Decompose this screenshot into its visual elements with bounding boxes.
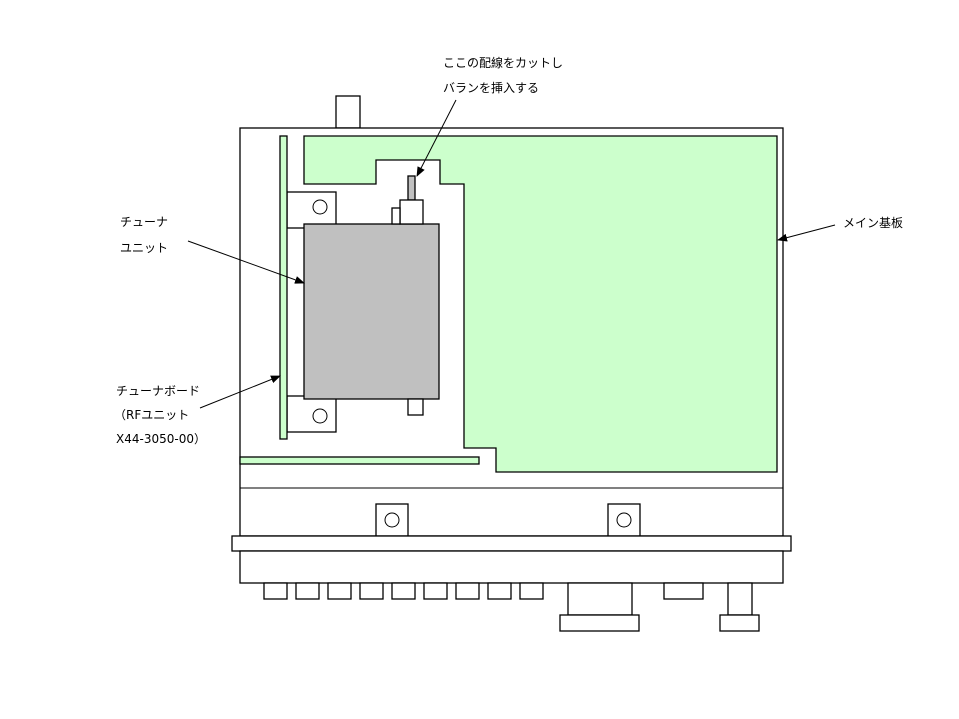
cut-note-line2: バランを挿入する bbox=[443, 81, 539, 95]
cut-note-line1: ここの配線をカットし bbox=[443, 55, 563, 70]
screw-tab-left bbox=[375, 503, 409, 537]
wire-to-cut bbox=[407, 175, 416, 201]
rear-connector bbox=[455, 582, 480, 600]
screw-hole-icon bbox=[312, 408, 328, 424]
screw-tab-right bbox=[607, 503, 641, 537]
large-connector-base bbox=[559, 614, 640, 632]
large-connector bbox=[567, 582, 633, 616]
rear-connector bbox=[391, 582, 416, 600]
arrow-main-board bbox=[777, 224, 836, 242]
screw-hole-icon bbox=[312, 199, 328, 215]
rear-connectors bbox=[263, 582, 544, 600]
main-board-label: メイン基板 bbox=[843, 216, 903, 230]
arrow-tuner-board bbox=[199, 375, 281, 409]
rear-connector bbox=[327, 582, 352, 600]
arrow-tuner-unit bbox=[187, 240, 305, 284]
screw-hole-icon bbox=[384, 512, 400, 528]
top-connector bbox=[335, 95, 361, 129]
screw-hole-icon bbox=[616, 512, 632, 528]
front-panel bbox=[239, 550, 784, 584]
tuner-bracket-top bbox=[286, 191, 337, 229]
rear-connector bbox=[359, 582, 384, 600]
sub-board-strip bbox=[239, 456, 480, 465]
tuner-connector bbox=[399, 199, 424, 225]
rear-connector bbox=[263, 582, 288, 600]
front-bar bbox=[231, 535, 792, 552]
tuner-bracket-bottom bbox=[286, 395, 337, 433]
tuner-unit-label-line1: チューナ bbox=[120, 215, 168, 229]
tuner-bottom-terminal bbox=[407, 398, 424, 416]
post-connector bbox=[727, 582, 753, 616]
tuner-small-part bbox=[391, 207, 401, 225]
rear-connector bbox=[423, 582, 448, 600]
rear-connector bbox=[519, 582, 544, 600]
tuner-board-label-line3: X44-3050-00） bbox=[116, 432, 206, 446]
post-connector-base bbox=[719, 614, 760, 632]
tuner-board bbox=[279, 135, 288, 440]
main-board bbox=[303, 135, 778, 473]
tuner-board-label-line1: チューナボード bbox=[116, 384, 200, 398]
tuner-board-label-line2: （RFユニット bbox=[114, 408, 189, 422]
rear-connector bbox=[295, 582, 320, 600]
arrow-cut-note bbox=[416, 99, 457, 177]
wide-connector bbox=[663, 582, 704, 600]
tuner-unit-label-line2: ユニット bbox=[120, 241, 168, 255]
tuner-unit bbox=[303, 223, 440, 400]
rear-connector bbox=[487, 582, 512, 600]
